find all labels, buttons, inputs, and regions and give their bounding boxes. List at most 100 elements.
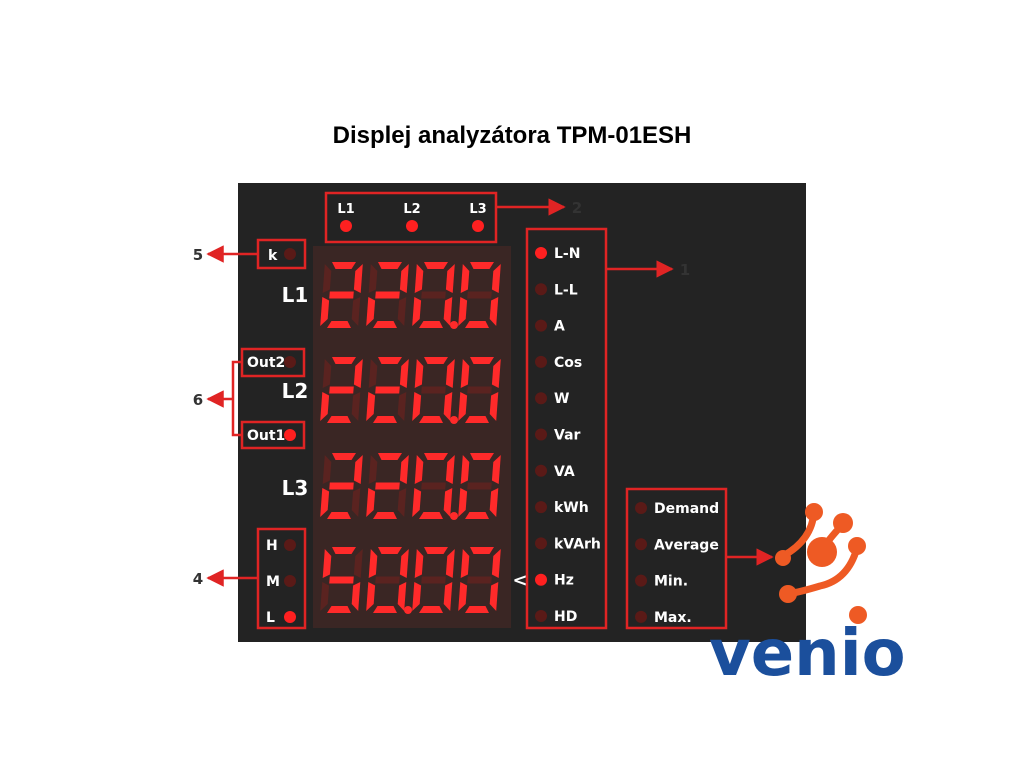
- unit-led-cos: [535, 355, 547, 368]
- unit-led-var: [535, 428, 547, 441]
- mode-led-min: [635, 574, 647, 587]
- segment-c: [443, 488, 453, 517]
- hml-led-h: [284, 539, 296, 551]
- segment-c: [443, 392, 453, 421]
- callout-number-1: 1: [680, 261, 690, 279]
- segment-f: [414, 359, 424, 388]
- segment-c: [351, 392, 361, 421]
- segment-a: [332, 547, 356, 554]
- digit-0: [412, 262, 455, 328]
- segment-f: [322, 264, 332, 293]
- digit-0: [412, 547, 455, 613]
- segment-e: [412, 488, 422, 517]
- hml-label: M: [266, 574, 280, 590]
- digit-row: [320, 547, 501, 614]
- segment-a: [424, 453, 448, 460]
- segment-e: [320, 297, 330, 326]
- segment-g: [375, 291, 400, 299]
- digit-0: [458, 357, 501, 423]
- segment-e: [366, 488, 376, 517]
- segment-a: [470, 262, 494, 269]
- segment-b: [491, 455, 501, 484]
- unit-label: L-L: [554, 282, 578, 298]
- output-led-out1: [284, 429, 296, 441]
- unit-label: kVArh: [554, 536, 601, 552]
- unit-label: A: [554, 319, 565, 335]
- segment-e: [320, 392, 330, 421]
- segment-a: [470, 453, 494, 460]
- callout-number-2: 2: [572, 199, 582, 217]
- phase-led-l2: [406, 220, 418, 232]
- segment-a: [332, 262, 356, 269]
- segment-e: [412, 297, 422, 326]
- segment-b: [491, 264, 501, 293]
- segment-g: [375, 576, 400, 584]
- segment-g: [421, 576, 446, 584]
- mode-led-average: [635, 538, 647, 551]
- callout-number-4: 4: [193, 570, 203, 588]
- segment-c: [351, 488, 361, 517]
- digit-0: [412, 453, 455, 519]
- segment-c: [397, 488, 407, 517]
- digit-2: [320, 357, 363, 423]
- segment-a: [332, 357, 356, 364]
- segment-e: [458, 488, 468, 517]
- segment-f: [460, 264, 470, 293]
- segment-c: [351, 297, 361, 326]
- segment-b: [445, 455, 455, 484]
- digit-row: [320, 262, 501, 329]
- unit-led-ll: [535, 283, 547, 296]
- digit-area: [313, 246, 511, 628]
- unit-led-hd: [535, 610, 547, 622]
- row-label: L3: [282, 476, 309, 500]
- segment-c: [443, 582, 453, 611]
- segment-c: [489, 392, 499, 421]
- hml-label: L: [266, 610, 275, 626]
- segment-a: [424, 357, 448, 364]
- segment-a: [332, 453, 356, 460]
- segment-g: [421, 291, 446, 299]
- segment-e: [366, 392, 376, 421]
- segment-e: [320, 582, 330, 611]
- segment-f: [414, 455, 424, 484]
- segment-e: [458, 582, 468, 611]
- decimal-point: [450, 321, 458, 329]
- segment-g: [329, 482, 354, 490]
- segment-b: [399, 455, 409, 484]
- mode-led-max: [635, 610, 647, 623]
- segment-f: [322, 359, 332, 388]
- page-title: Displej analyzátora TPM-01ESH: [332, 122, 692, 149]
- segment-b: [445, 549, 455, 578]
- callout-number-5: 5: [193, 246, 203, 264]
- decimal-point: [450, 512, 458, 520]
- segment-b: [399, 264, 409, 293]
- row4-marker: <: [512, 570, 527, 591]
- segment-d: [465, 606, 489, 613]
- digit-2: [320, 453, 363, 519]
- output-led-out2: [284, 356, 296, 368]
- segment-d: [373, 321, 397, 328]
- segment-e: [412, 582, 422, 611]
- logo-text: venio: [709, 617, 906, 691]
- segment-f: [460, 359, 470, 388]
- segment-d: [465, 321, 489, 328]
- segment-e: [412, 392, 422, 421]
- segment-c: [489, 297, 499, 326]
- segment-d: [327, 512, 351, 519]
- unit-label: kWh: [554, 500, 589, 516]
- digit-0: [458, 547, 501, 613]
- digit-row: [320, 453, 501, 520]
- mode-label: Average: [654, 537, 719, 553]
- segment-c: [397, 297, 407, 326]
- segment-b: [445, 359, 455, 388]
- segment-e: [458, 392, 468, 421]
- mode-label: Max.: [654, 610, 692, 626]
- digit-2: [366, 453, 409, 519]
- segment-f: [368, 264, 378, 293]
- segment-e: [366, 297, 376, 326]
- segment-b: [353, 549, 363, 578]
- phase-led-label: L1: [337, 202, 354, 217]
- mode-led-demand: [635, 502, 647, 514]
- digit-5: [320, 547, 363, 613]
